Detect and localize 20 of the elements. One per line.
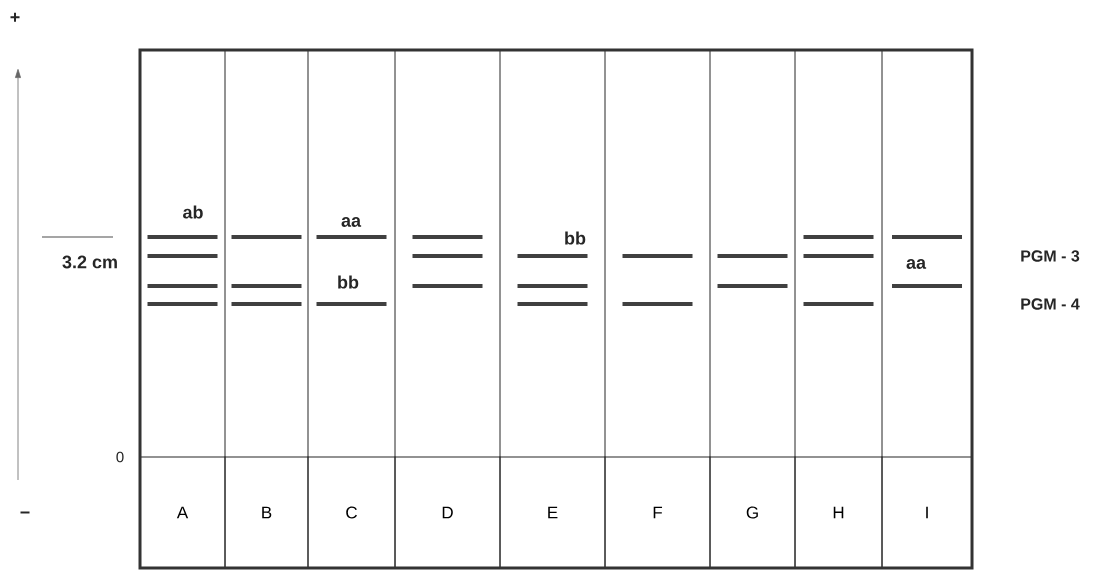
- polarity-sign: +: [10, 12, 20, 22]
- lane-cell: C: [307, 456, 396, 569]
- lane-cell: H: [794, 456, 883, 569]
- lane-cell: F: [604, 456, 711, 569]
- polarity-sign: −: [20, 511, 30, 514]
- genotype-label: bb: [338, 275, 359, 289]
- lane-cell: I: [881, 456, 973, 569]
- origin-label: 0: [116, 451, 124, 463]
- distance-label: 3.2 cm: [62, 255, 117, 269]
- lane-cell: D: [394, 456, 501, 569]
- lane-cell: G: [709, 456, 796, 569]
- locus-label: PGM - 4: [1021, 298, 1080, 310]
- locus-label: PGM - 3: [1021, 250, 1080, 262]
- lane-cell: B: [224, 456, 309, 569]
- genotype-label: aa: [906, 259, 927, 269]
- genotype-label: aa: [341, 217, 362, 227]
- genotype-label: ab: [183, 205, 203, 219]
- genotype-label: bb: [565, 231, 586, 245]
- lane-cell: A: [139, 456, 226, 569]
- lane-cell: E: [499, 456, 606, 569]
